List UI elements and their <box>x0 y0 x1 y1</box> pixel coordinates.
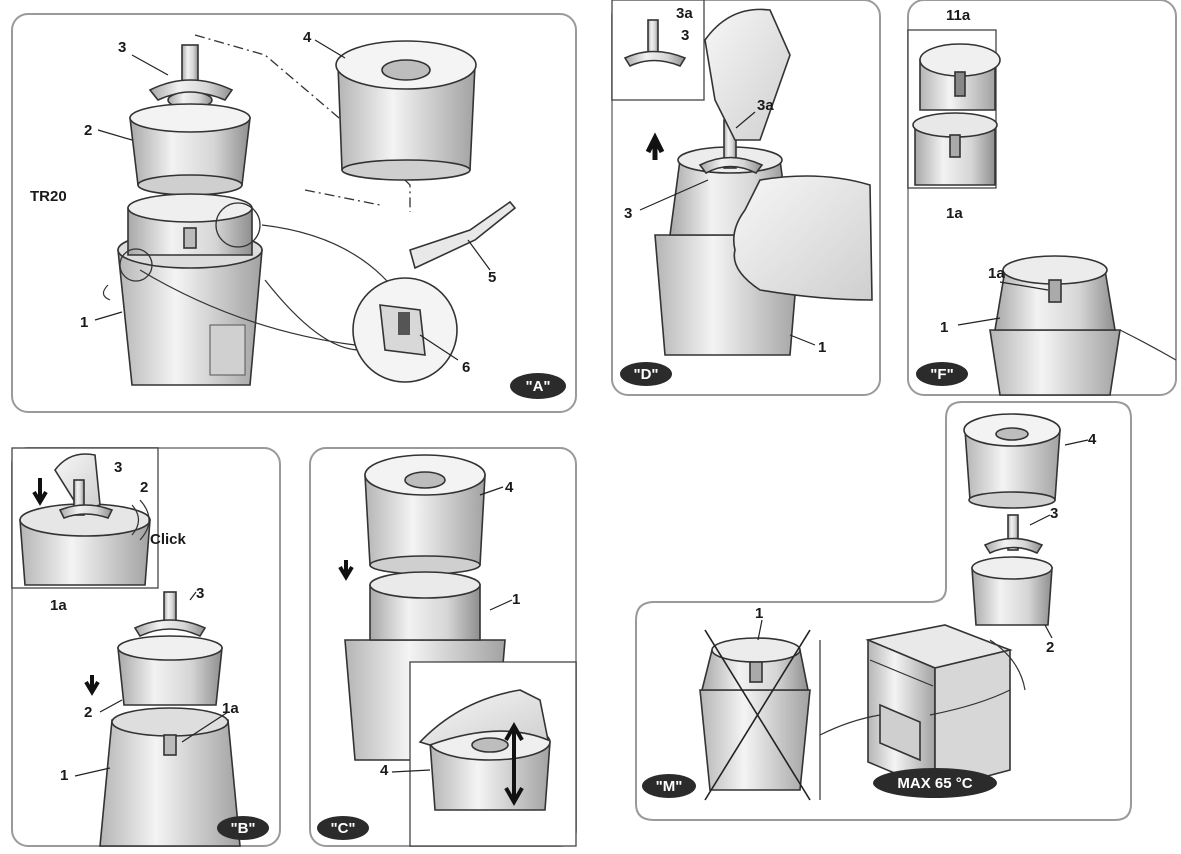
click-text: Click <box>150 531 187 548</box>
label-f-11a: 11a <box>946 7 971 24</box>
bowl <box>129 103 251 196</box>
blade-assembly <box>148 44 234 109</box>
magnifier-lines <box>139 224 396 351</box>
label-a-5: 5 <box>488 269 496 286</box>
badge-f-text: "F" <box>930 366 953 383</box>
panel-b: Click 3 2 1a 3 2 1a 1 "B" <box>11 447 281 847</box>
label-d-inset-3: 3 <box>681 27 689 44</box>
badge-a-text: "A" <box>525 378 550 395</box>
label-c-1: 1 <box>512 591 520 608</box>
label-b-inset-1a: 1a <box>50 597 67 614</box>
max-temp-badge <box>873 768 997 798</box>
label-b-inset-3: 3 <box>114 459 122 476</box>
badge-f <box>916 362 968 386</box>
hand-side <box>732 175 873 301</box>
badge-m-text: "M" <box>656 778 683 795</box>
label-a-1: 1 <box>80 314 88 331</box>
spatula <box>409 200 517 270</box>
label-m-4: 4 <box>1088 431 1097 448</box>
label-d-inset-3a: 3a <box>676 5 693 22</box>
panel-d: 3a 3 3a 3 1 "D" <box>611 0 881 396</box>
cross-line-2 <box>704 629 811 801</box>
label-c-4b: 4 <box>380 762 389 779</box>
badge-c-text: "C" <box>330 820 355 837</box>
label-a-4: 4 <box>303 29 312 46</box>
badge-c <box>317 816 369 840</box>
label-d-1: 1 <box>818 339 826 356</box>
label-f-1: 1 <box>940 319 948 336</box>
badge-m <box>642 774 696 798</box>
badge-d <box>620 362 672 386</box>
hand-top <box>704 8 791 141</box>
label-f-inset-1a: 1a <box>946 205 963 222</box>
panel-a-frame <box>11 13 577 413</box>
detail-circle-left <box>119 248 153 282</box>
label-m-2: 2 <box>1046 639 1054 656</box>
lid <box>335 40 477 181</box>
base-unit <box>102 193 263 386</box>
label-b-inset-2: 2 <box>140 479 148 496</box>
dash-route-line-2 <box>304 189 381 206</box>
model-label: TR20 <box>30 188 67 205</box>
label-a-6: 6 <box>462 359 470 376</box>
badge-a <box>510 373 566 399</box>
badge-d-text: "D" <box>633 366 658 383</box>
label-d-3: 3 <box>624 205 632 222</box>
label-b-1a: 1a <box>222 700 239 717</box>
callout-curves <box>819 639 1026 736</box>
max-temp-text: MAX 65 °C <box>897 775 972 792</box>
dishwasher <box>865 624 1013 792</box>
label-f-1a: 1a <box>988 265 1005 282</box>
label-c-4: 4 <box>505 479 514 496</box>
label-b-2: 2 <box>84 704 92 721</box>
label-m-3: 3 <box>1050 505 1058 522</box>
panel-m: 1 4 3 2 MAX 65 °C "M" <box>635 401 1132 821</box>
panel-f: 11a 1a 1a 1 "F" <box>907 0 1177 396</box>
label-d-3a: 3a <box>757 97 774 114</box>
label-a-2: 2 <box>84 122 92 139</box>
detail-circle-small <box>215 202 261 248</box>
label-b-1: 1 <box>60 767 68 784</box>
panel-a: 3 2 1 4 5 6 TR20 "A" <box>11 13 577 413</box>
label-a-3: 3 <box>118 39 126 56</box>
panel-c: 4 1 4 "C" <box>309 447 577 847</box>
badge-b <box>217 816 269 840</box>
label-m-1: 1 <box>755 605 763 622</box>
label-b-3: 3 <box>196 585 204 602</box>
badge-b-text: "B" <box>230 820 255 837</box>
